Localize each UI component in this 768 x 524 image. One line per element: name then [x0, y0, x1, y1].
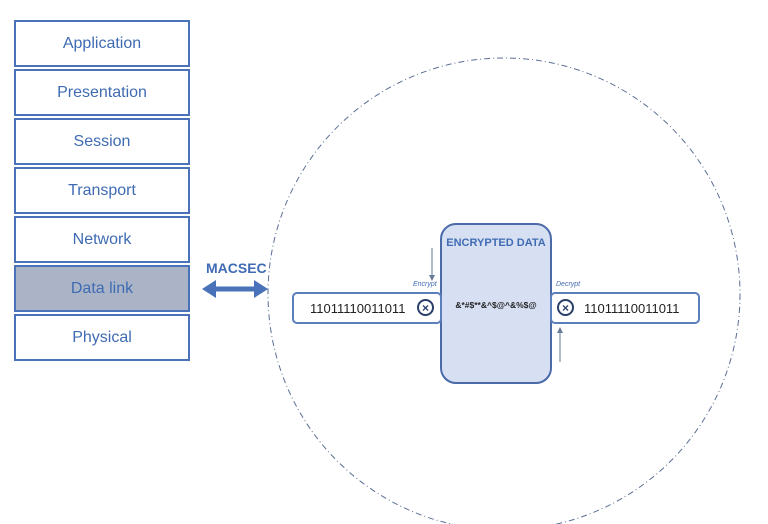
double-arrow-icon [202, 280, 268, 298]
layer-network: Network [14, 216, 190, 263]
xor-icon: × [417, 299, 434, 316]
plaintext-output-value: 11011110011011 [584, 300, 680, 316]
layer-application: Application [14, 20, 190, 67]
xor-icon: × [557, 299, 574, 316]
decrypt-arrow-icon [557, 327, 563, 362]
layer-data-link: Data link [14, 265, 190, 312]
ciphertext-value: &*#$**&^$@^&%$@ [455, 300, 537, 310]
decrypt-label: Decrypt [556, 281, 581, 288]
plaintext-input-value: 11011110011011 [310, 300, 406, 316]
macsec-label: MACSEC [206, 260, 267, 276]
encrypt-arrow-icon [429, 248, 435, 281]
encrypted-data-title: ENCRYPTED DATA [446, 237, 546, 249]
layer-session: Session [14, 118, 190, 165]
encrypt-label: Encrypt [413, 281, 437, 288]
layer-physical: Physical [14, 314, 190, 361]
layer-presentation: Presentation [14, 69, 190, 116]
scope-circle [267, 57, 741, 524]
plaintext-output-box: 11011110011011 [550, 292, 700, 324]
layer-transport: Transport [14, 167, 190, 214]
